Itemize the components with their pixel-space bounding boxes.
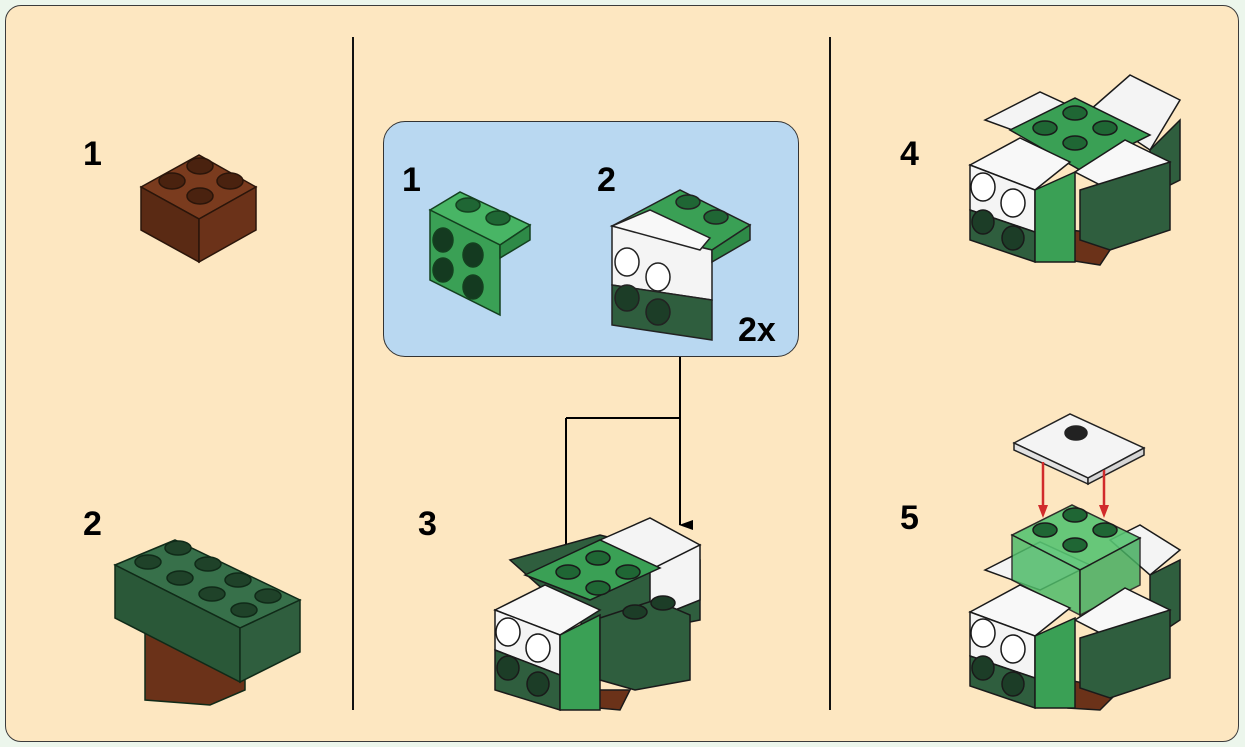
subassembly-number-2: 2 — [597, 161, 616, 199]
placement-arrows — [1038, 462, 1109, 518]
subassembly-number-1: 1 — [402, 161, 421, 199]
white-tile-with-stud-icon — [1012, 413, 1146, 486]
step4-model-icon — [968, 74, 1182, 266]
subassembly-multiplier: 2x — [738, 311, 776, 349]
step-number-1: 1 — [83, 135, 102, 173]
step-number-2: 2 — [83, 505, 102, 543]
step-number-5: 5 — [900, 499, 919, 537]
eye-block-icon — [609, 189, 752, 341]
step-number-3: 3 — [418, 505, 437, 543]
dark-green-2x4-brick-icon — [113, 539, 302, 706]
green-bracket-icon — [428, 191, 532, 317]
brown-2x2-brick-icon — [139, 154, 258, 264]
subassembly-arrows — [565, 357, 693, 557]
column-divider-1 — [352, 37, 354, 710]
step5-model-icon — [968, 504, 1182, 711]
step3-model-icon — [493, 517, 702, 712]
step-number-4: 4 — [900, 135, 919, 173]
column-divider-2 — [829, 37, 831, 710]
